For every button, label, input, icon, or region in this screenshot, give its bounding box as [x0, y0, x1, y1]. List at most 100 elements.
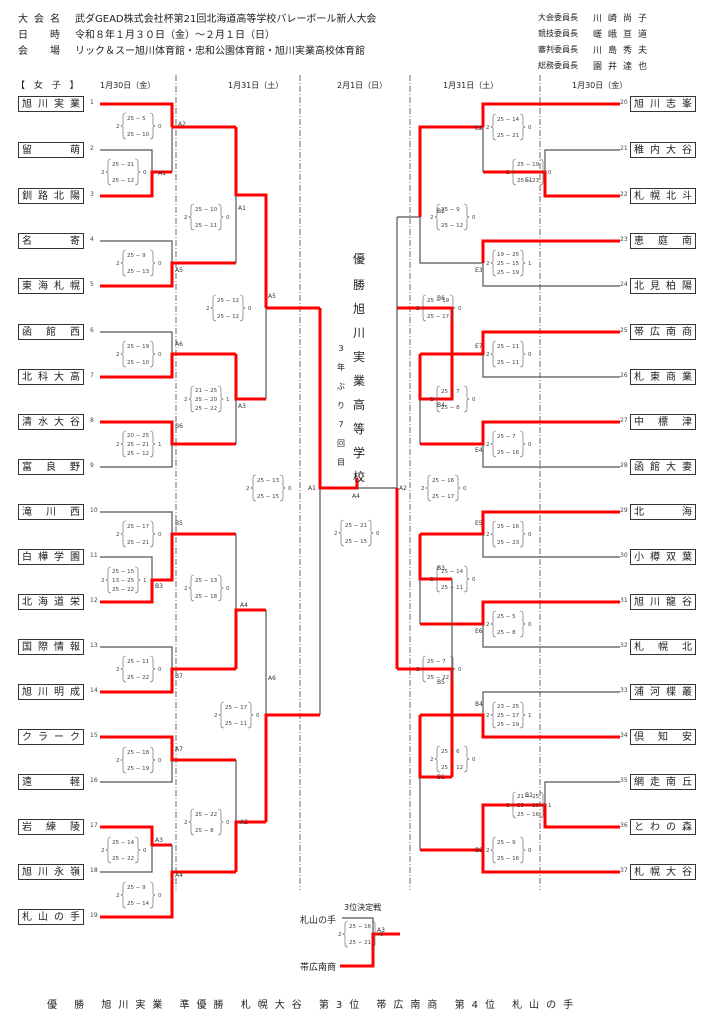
set-score: 25 − 7 — [497, 434, 516, 440]
court-label: E5 — [475, 520, 483, 527]
team-box: 滝川西 — [18, 504, 84, 520]
seed-number: 19 — [90, 912, 98, 919]
team-name-char: ー — [54, 732, 64, 743]
champion-char: 回 — [337, 439, 345, 448]
team-name-char: 際 — [38, 642, 48, 653]
set-score: 13 − 25 — [112, 578, 135, 584]
third-place-team-b: 帯広南商 — [300, 963, 337, 973]
winner-path — [100, 420, 236, 446]
team-name-char: 良 — [46, 462, 56, 473]
set-score: 2 — [184, 586, 188, 592]
team-box: 白樺学園 — [18, 549, 84, 565]
team-name-char: 標 — [658, 417, 668, 428]
team-name-char: 知 — [658, 732, 668, 743]
court-label: A4 — [240, 602, 248, 609]
team-name-char: 嶺 — [70, 867, 80, 878]
team-box: 網走南丘 — [630, 774, 696, 790]
team-name-char: 川 — [46, 507, 56, 518]
team-box: 中標津 — [630, 414, 696, 430]
team-box: 札山の手 — [18, 909, 84, 925]
seed-number: 17 — [90, 822, 98, 829]
team-name-char: 西 — [70, 507, 80, 518]
bracket-line — [482, 263, 620, 287]
team-name-char: 幌 — [650, 191, 660, 202]
set-score: 2 — [101, 170, 105, 176]
set-score: 2 — [430, 397, 434, 403]
team-box: 国際情報 — [18, 639, 84, 655]
court-label: E6 — [475, 628, 483, 635]
seed-number: 35 — [620, 777, 628, 784]
set-score: 25 − 7 — [427, 659, 446, 665]
set-score: 25 − 21 — [345, 523, 367, 529]
team-name-char: 谷 — [682, 145, 692, 156]
official-name: 園井達也 — [593, 62, 654, 72]
set-score: 2 — [430, 577, 434, 583]
winner-path — [264, 713, 320, 822]
set-score: 2 — [416, 667, 420, 673]
seed-number: 22 — [620, 191, 628, 198]
set-score: 25 − 14 — [497, 117, 520, 123]
set-score: 25 − 11 — [127, 659, 149, 665]
set-score: 25 − 17 — [432, 494, 455, 500]
set-score: 25 − 6 — [441, 749, 460, 755]
set-score: 21 − 25 — [517, 794, 540, 800]
set-score: 25 − 11 — [497, 360, 519, 366]
set-score: 25 − 17 — [497, 713, 520, 719]
team-name-char: 業 — [70, 99, 80, 110]
set-score: 2 — [206, 306, 210, 312]
team-box: 札幌大谷 — [630, 864, 696, 880]
set-score: 25 − 18 — [195, 594, 218, 600]
winner-path — [318, 308, 359, 490]
set-score: 2 — [116, 124, 120, 130]
team-name-char: 萌 — [70, 145, 80, 156]
team-name-char: 川 — [650, 597, 660, 608]
court-label: A6 — [175, 341, 183, 348]
team-name-char: 斗 — [682, 191, 692, 202]
team-name-char: 路 — [38, 191, 48, 202]
team-name-char: 帯 — [634, 327, 644, 338]
set-score: 25 − 14 — [112, 840, 135, 846]
winner-path — [340, 932, 400, 968]
day-label: 2月1日（日） — [337, 81, 388, 90]
team-name-char: 内 — [650, 145, 660, 156]
official-role: 総務委員長 — [538, 61, 578, 70]
set-score: 25 − 15 — [112, 569, 135, 575]
set-score: 25 − 12 — [112, 178, 134, 184]
court-label: B6 — [175, 423, 183, 430]
winner-path — [420, 510, 620, 536]
bracket-line — [482, 534, 620, 558]
set-score: 25 − 22 — [427, 675, 449, 681]
winner-path — [397, 667, 454, 777]
team-box: 帯広南商 — [630, 324, 696, 340]
team-box: 旭川実業 — [18, 96, 84, 112]
team-name-char: 南 — [666, 327, 676, 338]
bracket-line — [100, 556, 153, 580]
set-score: 25 − 15 — [257, 494, 280, 500]
set-score: 2 — [486, 261, 490, 267]
bracket-line — [482, 624, 620, 648]
bracket-line — [544, 149, 620, 172]
team-box: 東海札幌 — [18, 278, 84, 294]
team-name-char: 岩 — [22, 822, 32, 833]
winner-path — [100, 261, 236, 288]
set-score: 25 − 21 — [349, 940, 371, 946]
division-label: 【 女 子 】 — [16, 81, 82, 91]
winner-path — [418, 125, 483, 217]
team-box: 遠軽 — [18, 774, 84, 790]
set-score: 25 − 18 — [127, 750, 150, 756]
set-score: 21 − 25 — [195, 388, 218, 394]
seed-number: 15 — [90, 732, 98, 739]
court-label: B5 — [175, 520, 183, 527]
team-name-char: 高 — [70, 372, 80, 383]
team-box: 北見柏陽 — [630, 278, 696, 294]
set-score: 0 — [458, 667, 462, 673]
champion-char: り — [337, 401, 345, 410]
team-name-char: 志 — [666, 99, 676, 110]
team-name-char: 北 — [666, 191, 676, 202]
